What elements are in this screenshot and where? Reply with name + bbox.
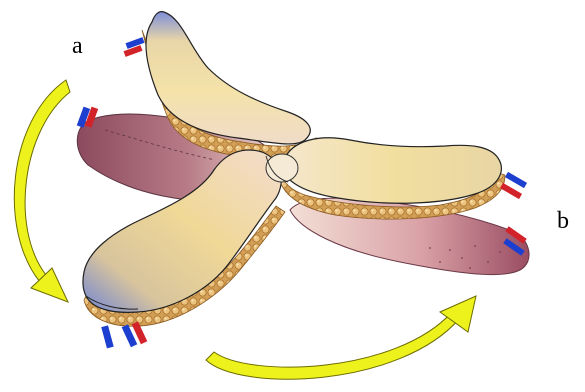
curved-arrow-b [206, 296, 476, 379]
label-a: a [72, 34, 83, 58]
right-arm-top [283, 138, 501, 203]
motor-icon-top [124, 37, 145, 57]
curved-arrow-a [14, 80, 70, 302]
label-b: b [557, 209, 569, 233]
